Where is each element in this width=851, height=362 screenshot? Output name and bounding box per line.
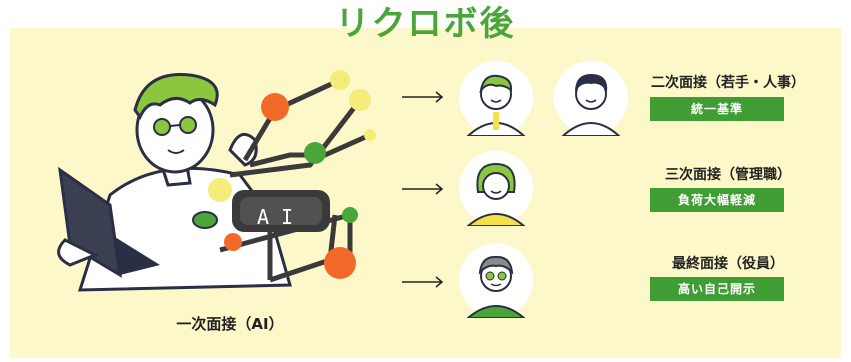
stage-badge: 負荷大幅軽減: [650, 188, 784, 212]
node-orange: [261, 93, 289, 121]
person-hair: [133, 72, 219, 120]
stage-badge: 高い自己開示: [650, 277, 784, 301]
page-title: リクロボ後: [335, 4, 516, 44]
node-yellow: [330, 70, 350, 90]
interviewer-young-avatar: [459, 61, 533, 136]
stage-title: 三次面接（管理職）: [665, 167, 791, 183]
node-orange: [324, 247, 356, 279]
node-yellow: [349, 89, 371, 111]
node-yellow: [208, 178, 232, 202]
arrow-right-icon: [402, 91, 444, 103]
node-orange: [224, 233, 242, 251]
ai-box: [232, 190, 330, 232]
node-green: [342, 207, 358, 223]
stage-badge: 統一基準: [650, 97, 784, 121]
ai-label: AI: [256, 205, 306, 229]
arrow-right-icon: [402, 276, 444, 288]
node-green: [304, 142, 326, 164]
stage-title: 二次面接（若手・人事）: [651, 75, 805, 91]
node-yellow: [364, 129, 376, 141]
stage-title: 最終面接（役員）: [672, 256, 784, 272]
first-interview-caption: 一次面接（AI）: [176, 315, 284, 333]
interviewer-manager-avatar: [459, 151, 533, 226]
interviewer-executive-avatar: [459, 243, 533, 318]
shirt-badge-icon: [192, 211, 218, 229]
ai-robot-illustration: [57, 70, 376, 292]
arrow-right-icon: [402, 183, 444, 195]
interviewer-hr-avatar: [554, 61, 628, 136]
